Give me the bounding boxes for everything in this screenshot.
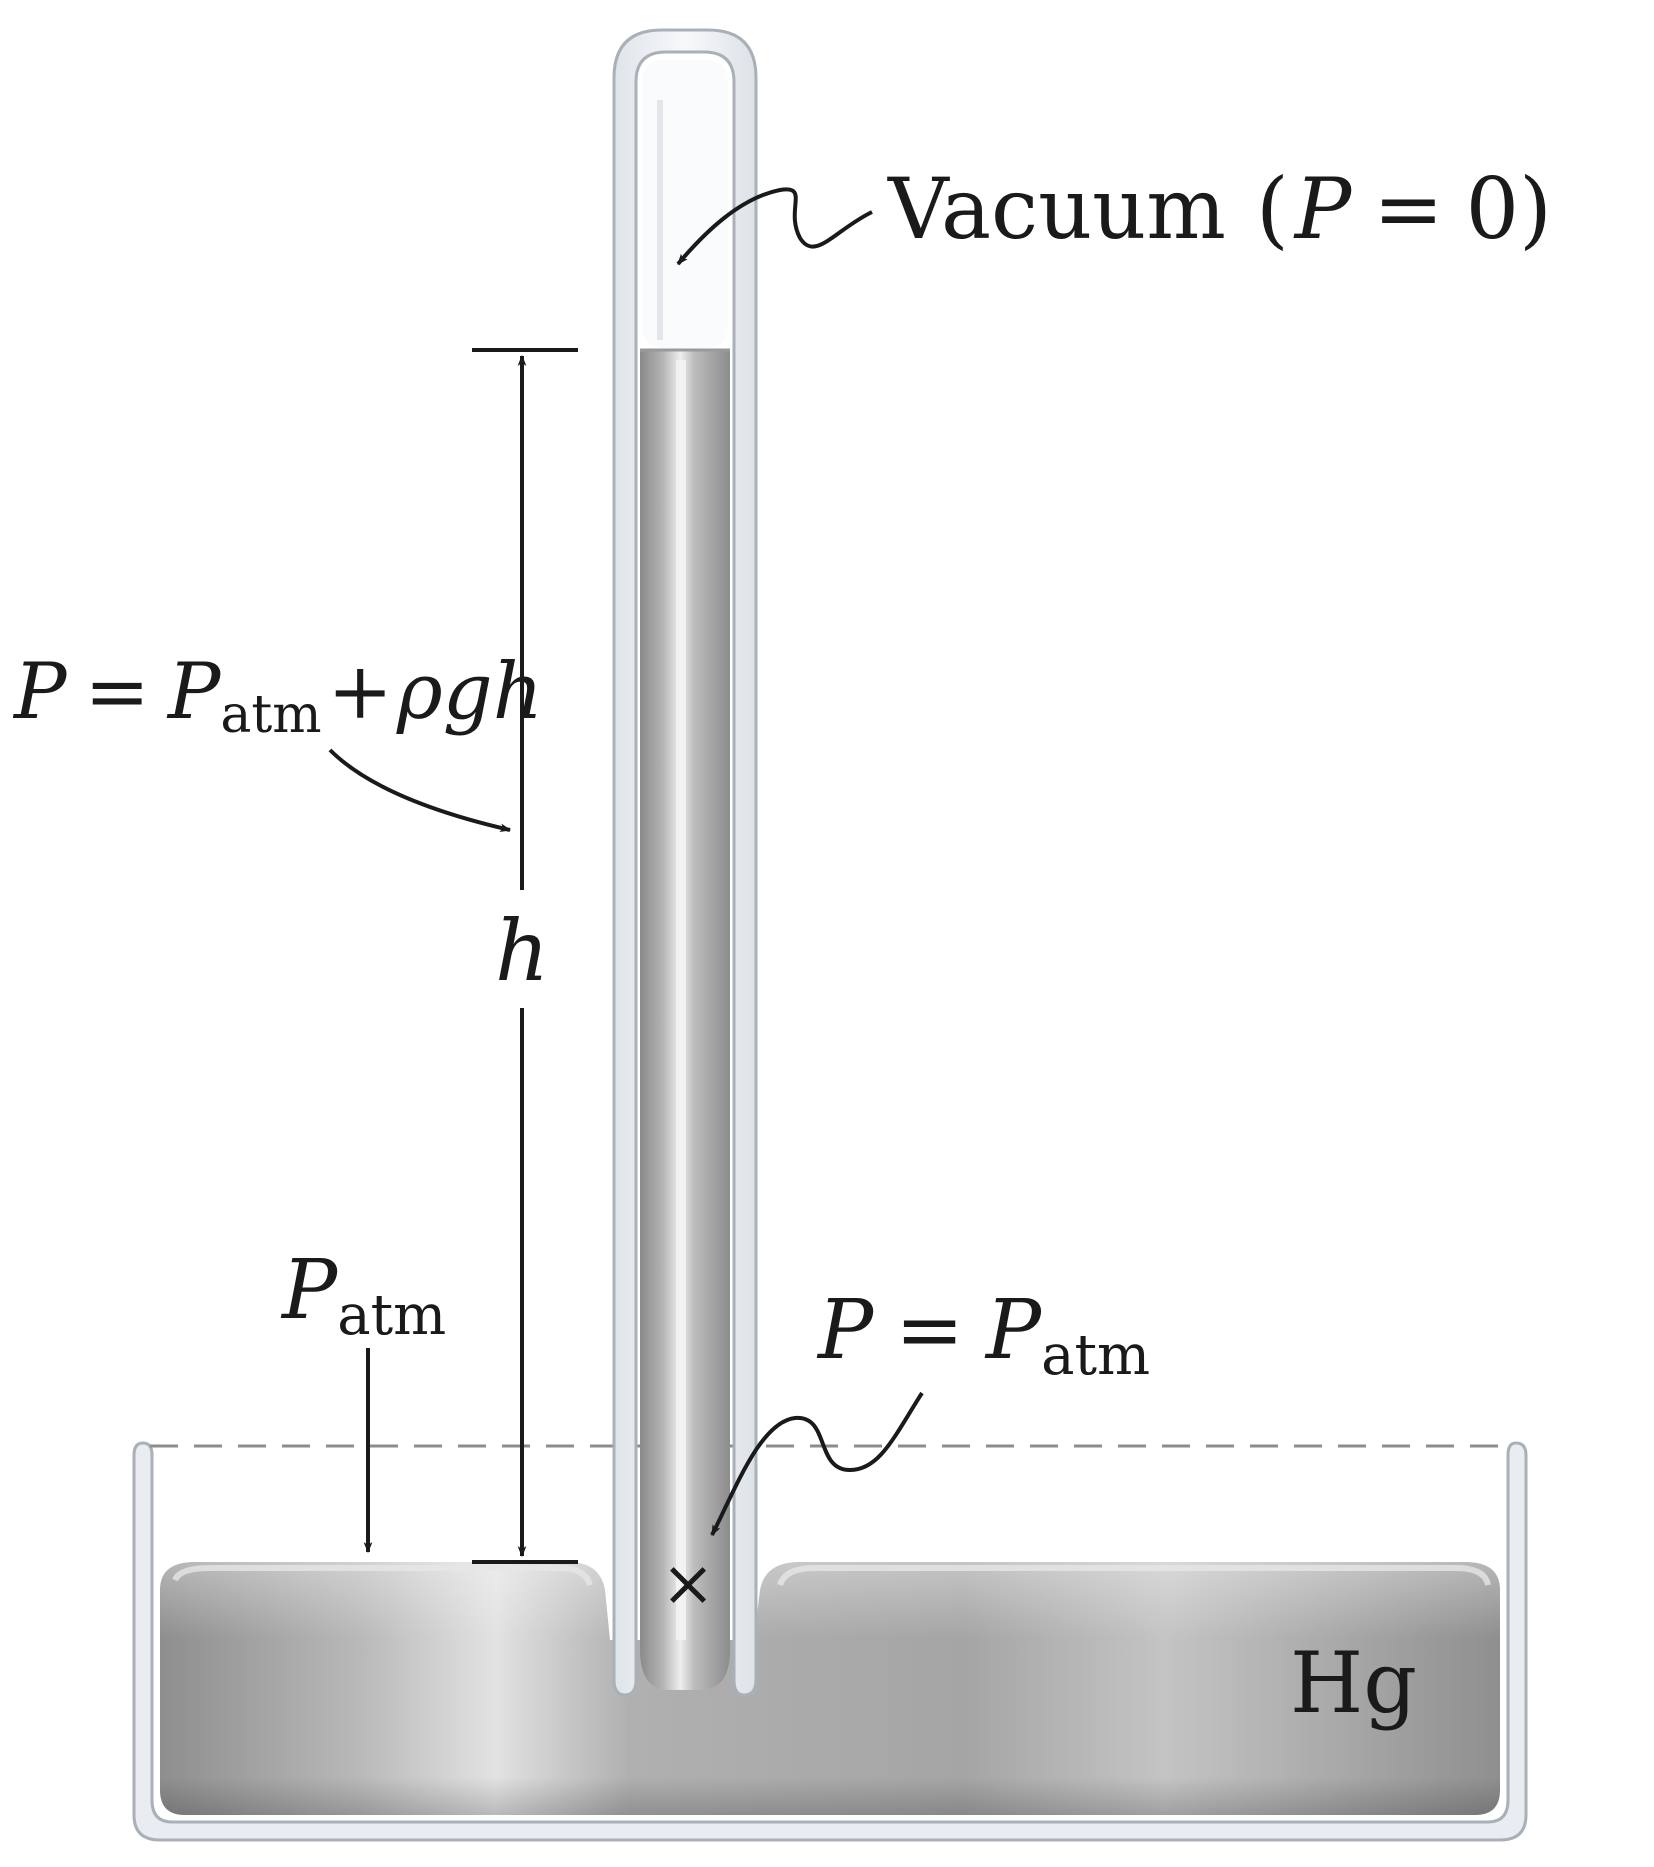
column-rhogh: ρgh [396,647,543,737]
base-point-marker: × [661,1547,715,1621]
vacuum-zero: 0 [1466,160,1519,258]
vacuum-p-symbol: P [1293,160,1353,258]
dish-outer-wall [132,1441,1528,1842]
mercury-surface-sheen-left [172,1565,593,1587]
surface-pressure-label: Patm [280,1243,446,1348]
liquid-label: Hg [1290,1634,1417,1732]
column-patm-sub: atm [220,685,321,745]
surface-p-sub: atm [337,1283,446,1348]
base-patm-sub: atm [1041,1323,1150,1388]
mercury-column-highlight [676,360,686,1640]
base-equals: = [895,1283,964,1378]
mercury-surface-sheen-right [777,1565,1491,1587]
base-p-symbol: P [816,1283,875,1378]
surface-p-symbol: P [280,1243,339,1338]
vacuum-word: Vacuum [887,160,1226,258]
vacuum-label: Vacuum (P=0) [887,160,1552,258]
vacuum-close-paren: ) [1519,160,1552,258]
mercury-pool-shading [160,1562,1500,1815]
vacuum-arrow [676,187,873,266]
column-pressure-arrow [328,748,512,833]
vacuum-space [642,60,728,348]
height-label: h [495,902,549,1000]
base-pressure-label: P=Patm [816,1283,1150,1388]
vacuum-equals: = [1373,160,1443,258]
column-pressure-label: P=Patm+ρgh [12,647,543,745]
column-p-symbol: P [12,647,68,737]
glass-tube-outer [612,28,758,1697]
column-equals: = [84,647,149,737]
vacuum-open-paren: ( [1256,160,1289,258]
base-pressure-arrow [710,1391,924,1536]
column-plus: + [328,647,393,737]
column-patm-p: P [166,647,222,737]
base-patm-p: P [984,1283,1043,1378]
